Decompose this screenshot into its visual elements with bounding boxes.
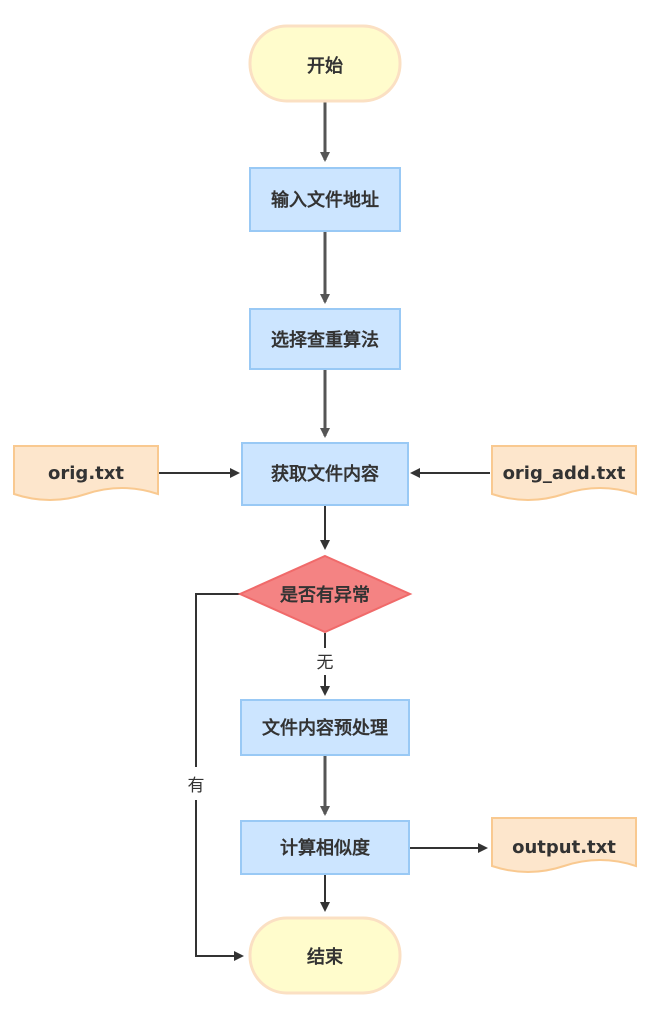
orig-add-file-label: orig_add.txt [503, 463, 626, 484]
decision-label: 是否有异常 [279, 584, 370, 606]
preprocess-node: 文件内容预处理 [240, 699, 410, 756]
start-node: 开始 [248, 24, 402, 103]
end-label: 结束 [307, 946, 344, 968]
edge-decision-yes-lower [195, 800, 244, 961]
preprocess-label: 文件内容预处理 [262, 717, 388, 739]
output-file-node: output.txt [491, 817, 637, 873]
edge-label-yes: 有 [188, 776, 205, 796]
edge-decision-yes-upper [195, 593, 240, 767]
output-file-label: output.txt [512, 837, 616, 858]
select-algo-node: 选择查重算法 [249, 308, 401, 370]
orig-add-file-node: orig_add.txt [491, 445, 637, 501]
get-content-label: 获取文件内容 [271, 463, 379, 485]
get-content-node: 获取文件内容 [241, 442, 409, 506]
input-path-node: 输入文件地址 [249, 167, 401, 232]
orig-file-label: orig.txt [48, 463, 124, 484]
compute-node: 计算相似度 [240, 820, 410, 875]
select-algo-label: 选择查重算法 [271, 329, 379, 351]
edge-label-no: 无 [317, 653, 334, 673]
input-path-label: 输入文件地址 [271, 189, 379, 211]
decision-node: 是否有异常 [237, 554, 413, 634]
compute-label: 计算相似度 [280, 837, 371, 859]
orig-file-node: orig.txt [13, 445, 159, 501]
end-node: 结束 [248, 916, 402, 995]
start-label: 开始 [307, 55, 343, 77]
